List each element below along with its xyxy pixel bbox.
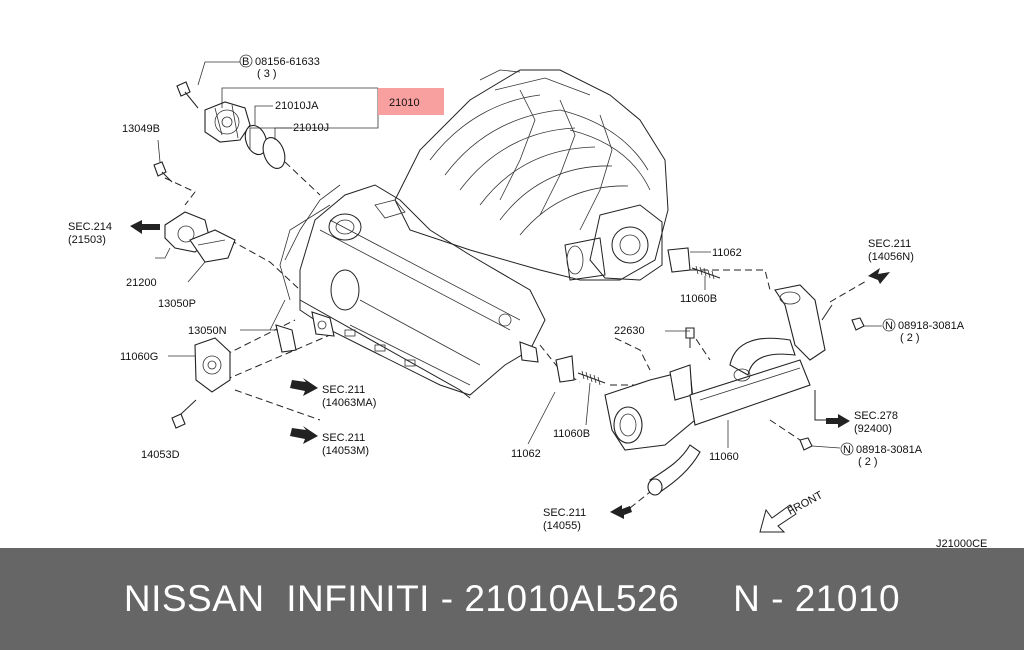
outlet-11060g [194, 337, 231, 393]
part-13050p-label: 13050P [158, 298, 196, 310]
bolt-qty: ( 3 ) [257, 68, 277, 80]
nut-spec-1: 08918-3081A [898, 320, 965, 332]
water-pipe [555, 247, 833, 496]
part-21200-label: 21200 [126, 277, 157, 289]
part-13050n-label: 13050N [188, 325, 227, 337]
nut-qty-1: ( 2 ) [900, 332, 920, 344]
sec211-d-arrow-icon [610, 491, 651, 519]
sec214-ref: (21503) [68, 234, 106, 246]
sec211-b-label: SEC.211 [322, 432, 365, 444]
sec211-a-arrow-icon [290, 378, 318, 396]
bolt-13049b-group [153, 139, 173, 183]
sec211-d-ref: (14055) [543, 520, 581, 532]
diagram-code: J21000CE [936, 538, 987, 548]
nut-spec-2: 08918-3081A [856, 444, 923, 456]
part-14053d-label: 14053D [141, 449, 180, 461]
part-11060-label: 11060 [709, 451, 739, 463]
part-11060g-label: 11060G [120, 351, 158, 363]
bolt-14053d [171, 399, 197, 429]
nut-prefix-2: N [843, 444, 851, 456]
bolt-spec: 08156-61633 [255, 56, 320, 68]
sec211-d-label: SEC.211 [543, 507, 586, 519]
sec278-ref: (92400) [854, 423, 892, 435]
nut-qty-2: ( 2 ) [858, 456, 878, 468]
gasket-13050n [275, 324, 297, 353]
pump-assy-label: 21010 [389, 97, 420, 109]
pump-seal-a-label: 21010JA [275, 100, 319, 112]
pump-seal-b-label: 21010J [293, 122, 329, 134]
sec211-a-ref: (14063MA) [322, 397, 376, 409]
studs [577, 265, 721, 386]
sec214-arrow-icon [130, 220, 160, 234]
front-arrow-icon [759, 504, 797, 533]
thermostat-housing [164, 211, 236, 263]
part-11062-top-label: 11062 [712, 247, 742, 259]
bolt-icon [176, 81, 199, 109]
sensor-22630 [685, 327, 695, 348]
sec211-c-label: SEC.211 [868, 238, 911, 250]
sec278-label: SEC.278 [854, 410, 898, 422]
sec214-label: SEC.214 [68, 221, 112, 233]
part-number-banner: NISSAN INFINITI - 21010AL526 N - 21010 [0, 548, 1024, 650]
bolt-13049b-label: 13049B [122, 123, 160, 135]
sec211-a-label: SEC.211 [322, 384, 365, 396]
part-11062-bottom-label: 11062 [511, 448, 541, 460]
parts-diagram: B 08156-61633 ( 3 ) 21010 21010JA 21010J… [68, 54, 987, 548]
highlight-box [378, 88, 444, 115]
part-22630-label: 22630 [614, 325, 645, 337]
bolt-prefix: B [242, 56, 249, 68]
sec211-b-arrow-icon [290, 426, 318, 444]
engine-cover [269, 184, 546, 399]
gasket-center [311, 311, 539, 363]
sec211-c-ref: (14056N) [868, 251, 914, 263]
water-pump [176, 81, 286, 169]
part-11060b-top-label: 11060B [680, 293, 717, 305]
sec211-c-arrow-icon [829, 268, 890, 303]
nut-prefix-1: N [885, 320, 893, 332]
sec211-b-ref: (14053M) [322, 445, 369, 457]
intake-manifold [374, 69, 669, 281]
part-11060b-bottom-label: 11060B [553, 428, 590, 440]
sec278-arrow-icon [814, 390, 850, 428]
front-label: FRONT [786, 489, 825, 518]
